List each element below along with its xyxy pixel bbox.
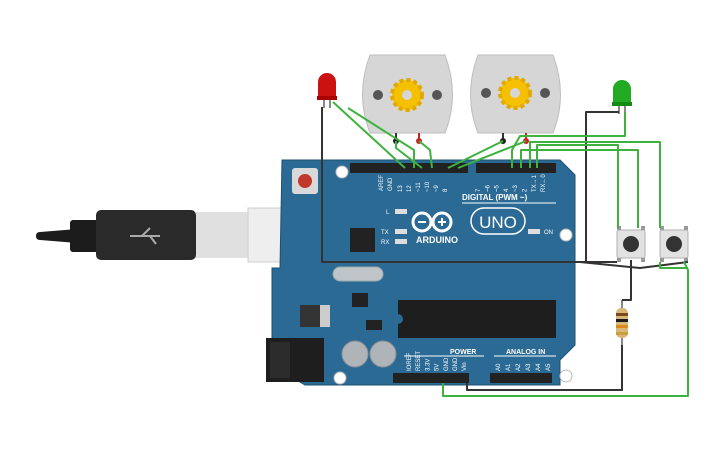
pin-label: TX→1	[532, 174, 538, 192]
pin-label: A3	[526, 363, 532, 371]
gnd-top-label: GND	[388, 177, 394, 191]
pin-label: 3.3V	[425, 359, 431, 371]
pushbutton-right	[659, 226, 689, 262]
dc-motor-left	[362, 54, 453, 144]
resistor	[616, 300, 628, 345]
led-rx-label: RX	[381, 240, 389, 246]
green-led	[612, 80, 632, 114]
analog-label: ANALOG IN	[506, 349, 545, 356]
digital-label: DIGITAL (PWM ~)	[462, 193, 528, 202]
pin-label: GND	[444, 357, 450, 371]
on-label: ON	[544, 230, 553, 236]
pin-label: RX←0	[541, 174, 547, 192]
pin-label: GND	[453, 357, 459, 371]
gear-icon	[498, 76, 532, 110]
pin-label: ~10	[425, 181, 431, 192]
pin-label: A4	[536, 363, 542, 371]
pin-label: A5	[546, 363, 552, 371]
pin-label: 12	[407, 185, 413, 192]
pin-label: 5V	[435, 364, 441, 371]
usb-icon	[130, 227, 160, 245]
pin-label: 8	[443, 188, 449, 192]
gear-icon	[390, 78, 424, 112]
pin-label: 2	[523, 188, 529, 192]
pin-label: A2	[516, 363, 522, 371]
analog-pin-labels: A0 A1 A2 A3 A4 A5	[496, 363, 552, 371]
pin-label: ~11	[416, 182, 422, 192]
led-tx-label: TX	[381, 230, 389, 236]
pin-label: RESET	[416, 351, 422, 371]
pin-label: ~9	[434, 184, 440, 192]
pin-label: Vin	[462, 362, 468, 371]
usb-cable	[36, 207, 311, 263]
pin-label: 7	[476, 188, 482, 192]
pin-label: A0	[496, 363, 502, 371]
red-led	[317, 73, 337, 108]
power-label: POWER	[450, 349, 476, 356]
pin-label: ~6	[485, 184, 491, 192]
pin-label: A1	[506, 363, 512, 371]
aref-label: AREF	[379, 175, 385, 191]
led-l-label: L	[386, 210, 390, 216]
pushbutton-left	[616, 226, 646, 262]
pin-label: 13	[398, 185, 404, 192]
wires	[321, 101, 689, 397]
arduino-label: ARDUINO	[416, 235, 458, 245]
pin-label: ~3	[513, 184, 519, 192]
uno-label: UNO	[479, 213, 517, 232]
pin-label: IOREF	[407, 352, 413, 371]
pin-label: ~5	[495, 184, 501, 192]
dc-motor-right	[470, 54, 561, 144]
pin-label: 4	[504, 188, 510, 192]
arduino-logo	[411, 211, 453, 233]
